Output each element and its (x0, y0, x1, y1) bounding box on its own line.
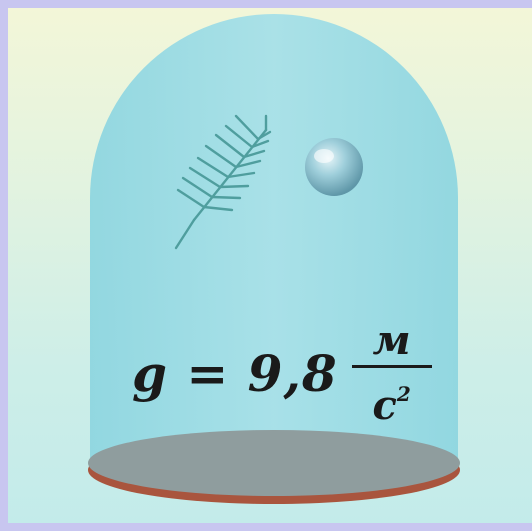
formula-denominator-wrap: с2 (373, 372, 411, 428)
illustration-canvas: g = 9,8 м с2 (8, 8, 532, 523)
fraction-bar (351, 364, 432, 368)
formula-exponent: 2 (396, 381, 411, 406)
ball-highlight (314, 149, 334, 163)
feather-icon (174, 114, 272, 250)
gravity-formula: g = 9,8 м с2 (132, 308, 432, 438)
bell-jar (90, 14, 458, 463)
bell-jar-scene (88, 14, 460, 504)
formula-denominator: с (372, 381, 397, 429)
formula-lhs: g = 9,8 (132, 343, 338, 403)
formula-fraction: м с2 (351, 316, 432, 428)
base-plate (88, 430, 460, 496)
formula-numerator: м (372, 316, 411, 364)
ball-icon (305, 138, 363, 196)
